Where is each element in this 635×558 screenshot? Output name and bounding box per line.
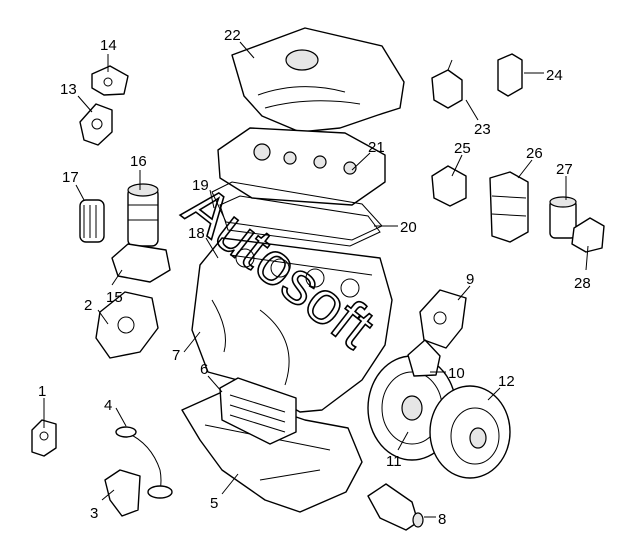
cylinder-head-cover-part[interactable]	[217, 127, 386, 206]
callout-2: 2	[84, 297, 92, 314]
fuel-filter-part[interactable]	[489, 171, 529, 243]
callout-1: 1	[38, 383, 46, 400]
callout-7: 7	[172, 347, 180, 364]
dipstick-tube-part[interactable]	[115, 426, 173, 499]
callout-5: 5	[210, 495, 218, 512]
oil-filter-base-part[interactable]	[111, 243, 171, 283]
engine-cover-part[interactable]	[231, 27, 405, 133]
fuel-filter-cartridge-part[interactable]	[549, 196, 577, 239]
callout-4: 4	[104, 397, 112, 414]
solenoid-part[interactable]	[497, 53, 523, 97]
oil-filter-housing-part[interactable]	[127, 183, 159, 247]
bracket-part[interactable]	[31, 419, 57, 457]
callout-11: 11	[386, 453, 402, 470]
callout-6: 6	[200, 361, 208, 378]
clutch-pressure-plate-part[interactable]	[429, 385, 511, 479]
egr-valve-part[interactable]	[431, 59, 463, 109]
mount-pad-part[interactable]	[91, 65, 129, 96]
callout-12: 12	[498, 373, 515, 390]
callout-25: 25	[454, 140, 471, 157]
mount-bracket-part[interactable]	[407, 339, 441, 377]
callout-8: 8	[438, 511, 446, 528]
callout-10: 10	[448, 365, 465, 382]
callout-20: 20	[400, 219, 417, 236]
rocker-cover-gasket-part[interactable]	[219, 195, 381, 247]
oil-filter-element-part[interactable]	[79, 199, 105, 243]
filter-bracket-part[interactable]	[571, 217, 605, 253]
callout-9: 9	[466, 271, 474, 288]
callout-27: 27	[556, 161, 573, 178]
callout-23: 23	[474, 121, 491, 138]
support-bracket-part[interactable]	[104, 469, 141, 517]
callout-22: 22	[224, 27, 241, 44]
callout-21: 21	[368, 139, 385, 156]
callout-26: 26	[526, 145, 543, 162]
engine-mount-left-part[interactable]	[79, 103, 113, 146]
callout-24: 24	[546, 67, 563, 84]
callout-19: 19	[192, 177, 209, 194]
callout-13: 13	[60, 81, 77, 98]
crankshaft-sensor-part[interactable]	[367, 483, 424, 531]
callout-3: 3	[90, 505, 98, 522]
engine-block-part[interactable]	[191, 237, 393, 413]
callout-16: 16	[130, 153, 147, 170]
thermostat-housing-part[interactable]	[431, 165, 467, 207]
callout-15: 15	[106, 289, 123, 306]
water-pump-part[interactable]	[95, 291, 159, 359]
callout-18: 18	[188, 225, 205, 242]
oil-pump-part[interactable]	[219, 377, 297, 445]
callout-28: 28	[574, 275, 591, 292]
callout-14: 14	[100, 37, 117, 54]
callout-17: 17	[62, 169, 79, 186]
